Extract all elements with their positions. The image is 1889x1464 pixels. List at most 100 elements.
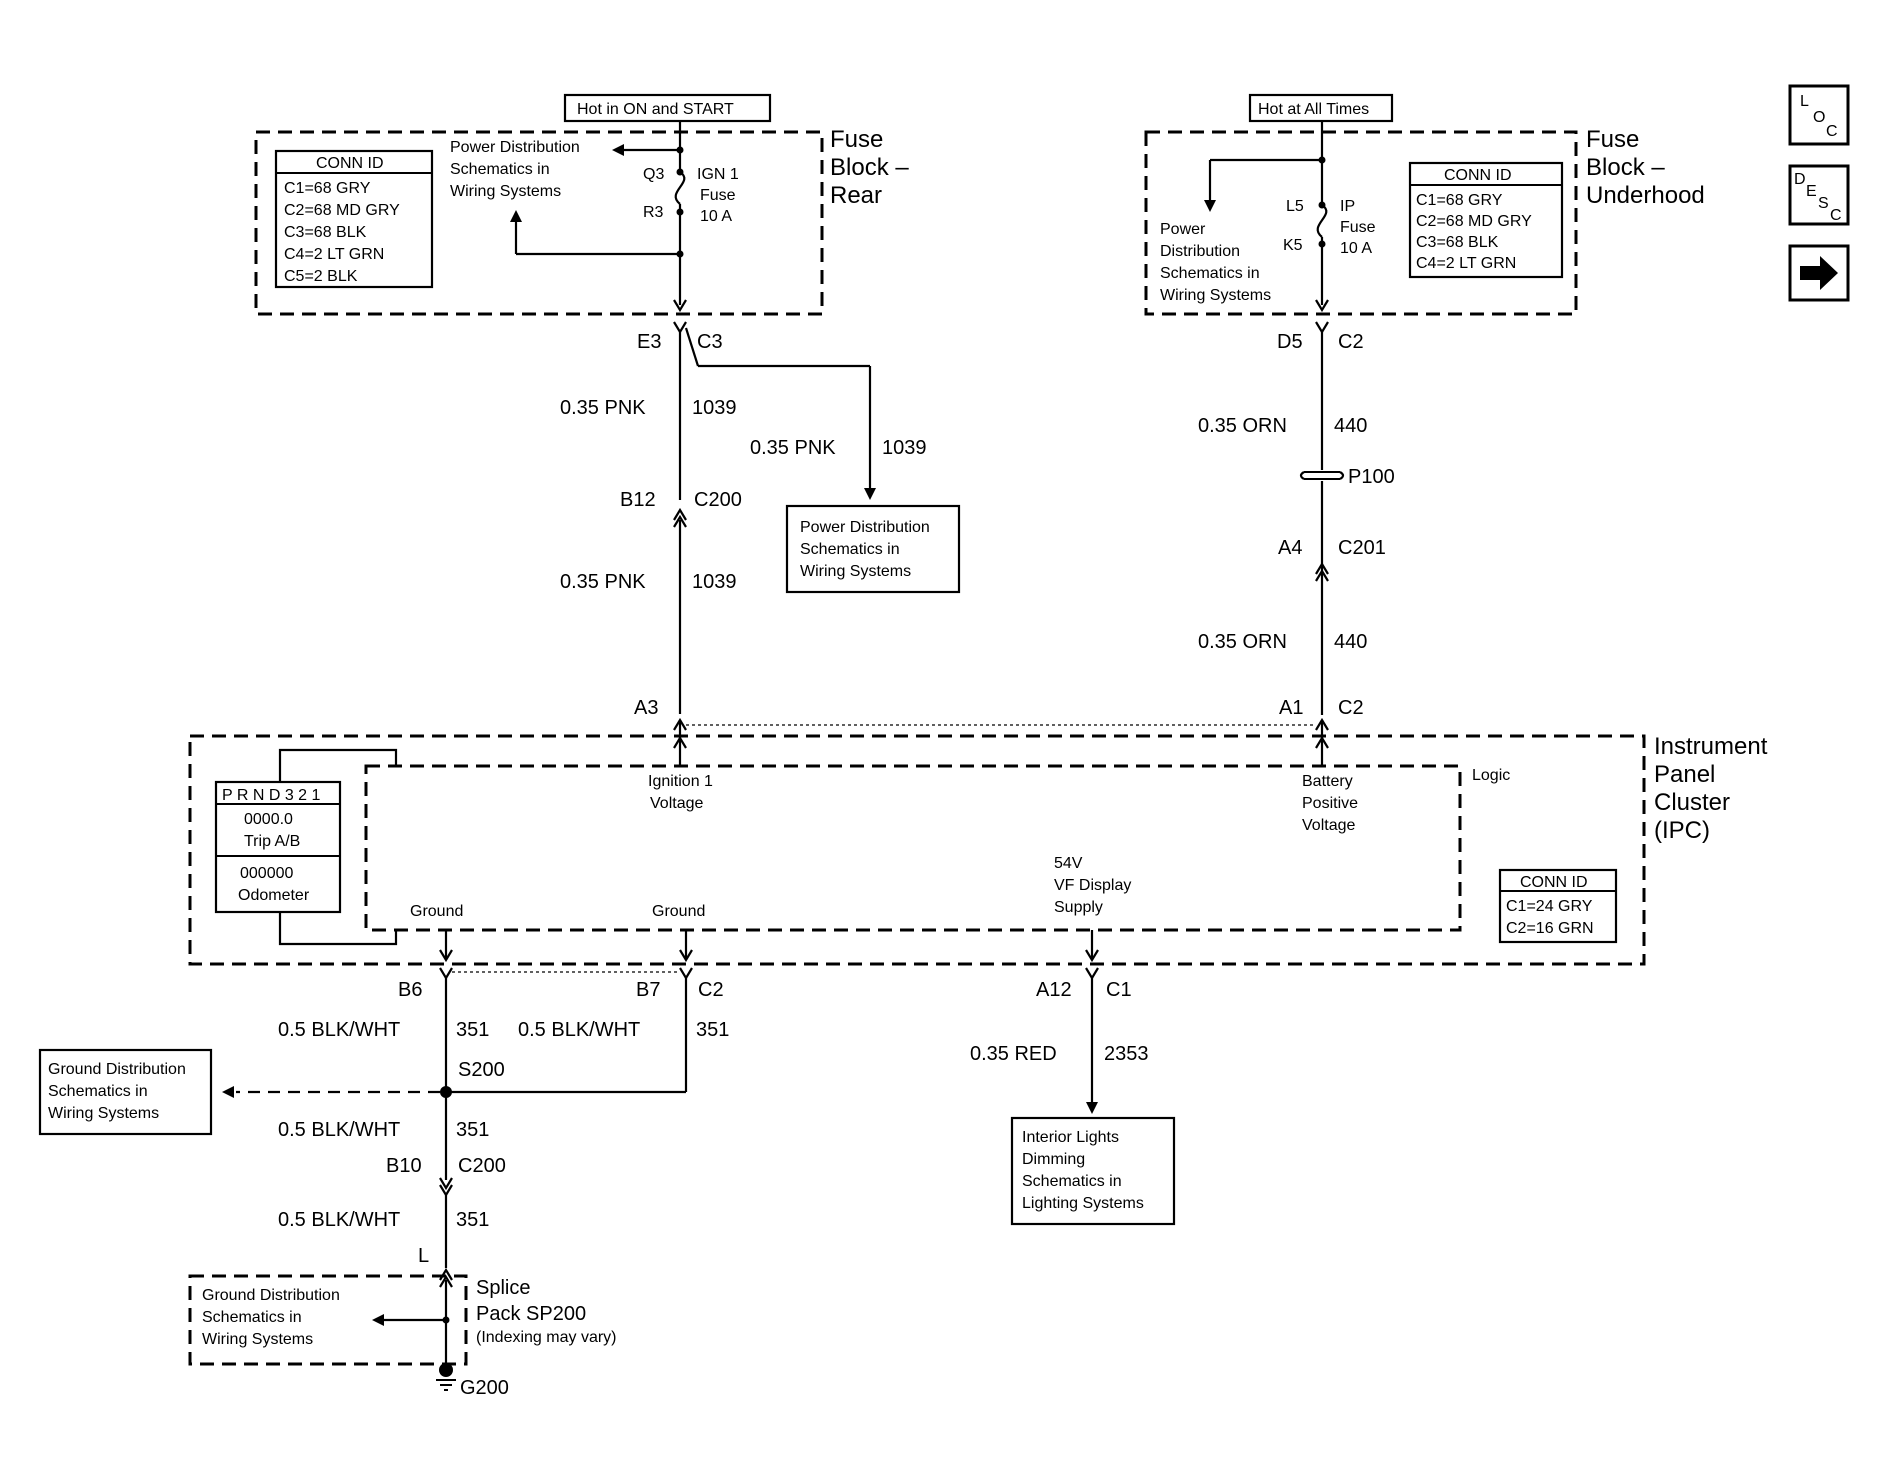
svg-text:C2=68 MD GRY: C2=68 MD GRY xyxy=(1416,213,1532,230)
svg-text:B6: B6 xyxy=(398,979,422,1001)
svg-text:B10: B10 xyxy=(386,1155,422,1177)
power-distribution-link[interactable]: Power Distribution Schematics in Wiring … xyxy=(785,504,961,594)
svg-text:Rear: Rear xyxy=(830,182,882,209)
svg-text:Wiring Systems: Wiring Systems xyxy=(1160,287,1271,304)
svg-text:Pack SP200: Pack SP200 xyxy=(476,1303,586,1325)
svg-text:Wiring Systems: Wiring Systems xyxy=(48,1105,159,1122)
svg-text:C1=24 GRY: C1=24 GRY xyxy=(1506,898,1593,915)
fuse-block-underhood: Fuse Block – Underhood CONN ID C1=68 GRY… xyxy=(1144,121,1705,316)
svg-text:0.35 ORN: 0.35 ORN xyxy=(1198,415,1287,437)
svg-text:Splice: Splice xyxy=(476,1277,530,1299)
svg-text:Wiring Systems: Wiring Systems xyxy=(450,183,561,200)
svg-text:C200: C200 xyxy=(458,1155,506,1177)
svg-text:Trip A/B: Trip A/B xyxy=(244,833,300,850)
interior-lights-dimming-link[interactable]: Interior Lights Dimming Schematics in Li… xyxy=(1010,1116,1176,1226)
svg-text:1039: 1039 xyxy=(692,397,737,419)
svg-text:S200: S200 xyxy=(458,1059,505,1081)
svg-text:0.35 ORN: 0.35 ORN xyxy=(1198,631,1287,653)
conn-id-table: CONN ID C1=68 GRY C2=68 MD GRY C3=68 BLK… xyxy=(1408,161,1564,279)
svg-text:L5: L5 xyxy=(1286,198,1304,215)
svg-text:IP: IP xyxy=(1340,198,1355,215)
ipc-conn-id-table: CONN ID C1=24 GRY C2=16 GRN xyxy=(1498,868,1618,944)
svg-text:0.35 PNK: 0.35 PNK xyxy=(560,571,646,593)
svg-text:C2=16 GRN: C2=16 GRN xyxy=(1506,920,1594,937)
loc-letter: C xyxy=(1826,123,1838,140)
instrument-panel-cluster: Instrument Panel Cluster (IPC) Logic Ign… xyxy=(188,733,1768,966)
svg-text:IGN 1: IGN 1 xyxy=(697,166,739,183)
svg-text:K5: K5 xyxy=(1283,237,1303,254)
svg-text:Q3: Q3 xyxy=(643,166,664,183)
svg-text:Distribution: Distribution xyxy=(1160,243,1240,260)
svg-text:CONN ID: CONN ID xyxy=(1520,874,1588,891)
svg-text:Panel: Panel xyxy=(1654,761,1715,788)
next-page-button[interactable] xyxy=(1788,244,1850,302)
svg-text:Voltage: Voltage xyxy=(1302,817,1355,834)
svg-text:A12: A12 xyxy=(1036,979,1072,1001)
svg-text:440: 440 xyxy=(1334,415,1367,437)
svg-text:Schematics in: Schematics in xyxy=(800,541,900,558)
svg-text:0.35 PNK: 0.35 PNK xyxy=(560,397,646,419)
svg-text:351: 351 xyxy=(696,1019,729,1041)
svg-text:(IPC): (IPC) xyxy=(1654,817,1710,844)
svg-text:Wiring Systems: Wiring Systems xyxy=(202,1331,313,1348)
ground-g200-icon xyxy=(436,1363,456,1391)
svg-text:C4=2 LT GRN: C4=2 LT GRN xyxy=(284,246,384,263)
svg-text:Lighting Systems: Lighting Systems xyxy=(1022,1195,1144,1212)
svg-text:C2: C2 xyxy=(698,979,724,1001)
desc-button[interactable]: D E S C xyxy=(1788,164,1850,226)
svg-text:0000.0: 0000.0 xyxy=(244,811,293,828)
svg-text:R3: R3 xyxy=(643,204,664,221)
svg-text:(Indexing may vary): (Indexing may vary) xyxy=(476,1329,617,1346)
fuse-icon xyxy=(674,171,686,205)
svg-text:Ground: Ground xyxy=(410,903,463,920)
fuse-block-rear: Fuse Block – Rear CONN ID C1=68 GRY C2=6… xyxy=(254,121,909,316)
svg-text:D5: D5 xyxy=(1277,331,1303,353)
svg-text:C4=2 LT GRN: C4=2 LT GRN xyxy=(1416,255,1516,272)
conn-id-table: CONN ID C1=68 GRY C2=68 MD GRY C3=68 BLK… xyxy=(274,149,434,289)
desc-letter: D xyxy=(1794,171,1806,188)
svg-text:Schematics in: Schematics in xyxy=(202,1309,302,1326)
loc-letter: O xyxy=(1813,109,1825,126)
svg-text:440: 440 xyxy=(1334,631,1367,653)
vf-display: P R N D 3 2 1 0000.0 Trip A/B 000000 Odo… xyxy=(214,748,398,946)
svg-text:C1=68 GRY: C1=68 GRY xyxy=(1416,192,1503,209)
svg-text:Schematics in: Schematics in xyxy=(48,1083,148,1100)
svg-text:A4: A4 xyxy=(1278,537,1302,559)
svg-text:Voltage: Voltage xyxy=(650,795,703,812)
svg-text:Positive: Positive xyxy=(1302,795,1358,812)
svg-text:Hot at All Times: Hot at All Times xyxy=(1258,101,1369,118)
svg-text:Power: Power xyxy=(1160,221,1206,238)
svg-text:C1=68 GRY: C1=68 GRY xyxy=(284,180,371,197)
svg-text:0.5 BLK/WHT: 0.5 BLK/WHT xyxy=(278,1209,400,1231)
desc-letter: S xyxy=(1818,195,1829,212)
right-circuit: D5 C2 0.35 ORN 440 P100 A4 C201 0.35 ORN… xyxy=(686,321,1395,740)
svg-text:Odometer: Odometer xyxy=(238,887,310,904)
desc-letter: C xyxy=(1830,207,1842,224)
hot-on-start-tag: Hot in ON and START xyxy=(563,93,772,123)
fuse-icon xyxy=(1316,204,1328,238)
svg-text:Power Distribution: Power Distribution xyxy=(800,519,930,536)
svg-text:000000: 000000 xyxy=(240,865,293,882)
ground-circuit: B6 B7 C2 0.5 BLK/WHT 351 0.5 BLK/WHT 351… xyxy=(38,967,1176,1399)
hot-all-times-tag: Hot at All Times xyxy=(1248,93,1394,123)
loc-button[interactable]: L O C xyxy=(1788,84,1850,146)
svg-text:Schematics in: Schematics in xyxy=(1160,265,1260,282)
svg-text:G200: G200 xyxy=(460,1377,509,1399)
svg-text:Interior Lights: Interior Lights xyxy=(1022,1129,1119,1146)
svg-text:Block –: Block – xyxy=(830,154,909,181)
svg-text:10 A: 10 A xyxy=(700,208,732,225)
svg-text:C1: C1 xyxy=(1106,979,1132,1001)
svg-text:Fuse: Fuse xyxy=(830,126,883,153)
desc-letter: E xyxy=(1806,183,1817,200)
svg-text:CONN ID: CONN ID xyxy=(1444,167,1512,184)
svg-text:351: 351 xyxy=(456,1209,489,1231)
loc-letter: L xyxy=(1800,93,1809,110)
svg-text:10 A: 10 A xyxy=(1340,240,1372,257)
svg-text:Hot in ON and START: Hot in ON and START xyxy=(577,101,734,118)
svg-text:Fuse: Fuse xyxy=(1586,126,1639,153)
connector-c3 xyxy=(673,321,687,335)
svg-text:54V: 54V xyxy=(1054,855,1083,872)
svg-text:Cluster: Cluster xyxy=(1654,789,1730,816)
ground-distribution-link[interactable]: Ground Distribution Schematics in Wiring… xyxy=(38,1048,213,1136)
